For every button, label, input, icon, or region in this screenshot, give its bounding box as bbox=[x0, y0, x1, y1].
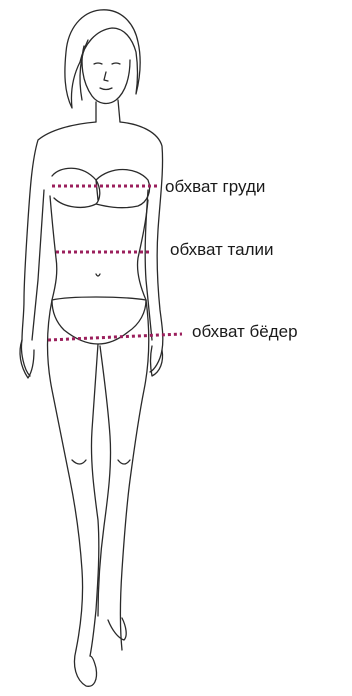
left-leg-outer bbox=[48, 300, 83, 650]
bust-measure-label: обхват груди bbox=[165, 178, 265, 195]
hips-measure-label: обхват бёдер bbox=[192, 323, 298, 340]
eye-left bbox=[94, 63, 102, 64]
left-shoe bbox=[74, 650, 96, 686]
left-knee bbox=[72, 460, 86, 464]
nose bbox=[104, 72, 108, 81]
hair-strand bbox=[80, 40, 88, 100]
neck-right bbox=[118, 100, 120, 122]
hips-measure-line bbox=[48, 334, 182, 340]
torso-left bbox=[50, 196, 57, 300]
right-leg-inner bbox=[98, 346, 111, 616]
right-knee bbox=[118, 460, 130, 464]
face-outline bbox=[82, 46, 130, 103]
hair-outline bbox=[65, 10, 140, 108]
mouth bbox=[100, 88, 112, 90]
left-arm-inner bbox=[32, 190, 44, 340]
bra bbox=[52, 168, 150, 207]
eye-right bbox=[112, 63, 120, 64]
navel bbox=[96, 274, 100, 276]
right-leg-outer bbox=[121, 300, 149, 650]
waist-measure-label: обхват талии bbox=[170, 241, 274, 258]
right-shoe bbox=[108, 618, 126, 640]
right-hand bbox=[151, 346, 163, 376]
briefs bbox=[52, 297, 146, 344]
